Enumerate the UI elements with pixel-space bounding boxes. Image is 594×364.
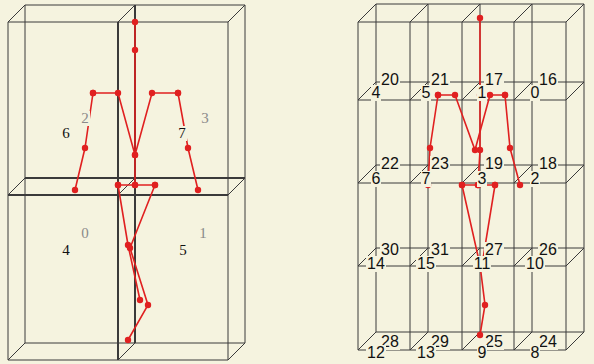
cell-number: 5 (421, 85, 432, 101)
joint-dot (502, 92, 508, 98)
cell-number: 12 (366, 345, 386, 361)
joint-dot (459, 182, 465, 188)
joint-dot (132, 47, 138, 53)
cell-number: 22 (380, 156, 400, 172)
cell-number: 2 (80, 111, 90, 126)
cell-number: 10 (525, 256, 545, 272)
cell-number: 20 (380, 72, 400, 88)
cell-number: 23 (430, 156, 450, 172)
joint-dot (459, 182, 465, 188)
cell-number: 7 (177, 126, 187, 141)
joint-dot (132, 182, 138, 188)
cell-number: 3 (477, 171, 488, 187)
joint-dot (502, 92, 508, 98)
joint-dot (125, 337, 131, 343)
joint-dot (195, 187, 201, 193)
cell-number: 16 (538, 72, 558, 88)
cell-number: 5 (178, 243, 188, 258)
cell-number: 1 (198, 226, 208, 241)
cell-number: 4 (61, 243, 71, 258)
joint-dot (472, 147, 478, 153)
cell-number: 3 (200, 111, 210, 126)
joint-dot (115, 90, 121, 96)
cell-number: 21 (430, 72, 450, 88)
cube-grid-2x2x2 (8, 5, 245, 360)
joint-dot (115, 182, 121, 188)
cell-number: 8 (530, 345, 541, 361)
cell-number: 0 (530, 85, 541, 101)
skeleton-left (72, 19, 201, 343)
joint-dot (145, 302, 151, 308)
joint-dot (482, 302, 488, 308)
joint-dot (132, 152, 138, 158)
cell-number: 19 (484, 156, 504, 172)
joint-dot (90, 90, 96, 96)
cell-number: 18 (538, 156, 558, 172)
joint-dot (492, 182, 498, 188)
cell-number: 14 (366, 256, 386, 272)
joint-dot (90, 90, 96, 96)
joint-dot (452, 92, 458, 98)
joint-dot (137, 297, 143, 303)
cell-number: 24 (538, 334, 558, 350)
joint-dot (82, 145, 88, 151)
joint-dot (492, 182, 498, 188)
joint-dot (477, 15, 483, 21)
joint-dot (517, 182, 523, 188)
joint-dot (152, 182, 158, 188)
joint-dot (427, 145, 433, 151)
cell-number: 15 (416, 256, 436, 272)
joint-dot (435, 92, 441, 98)
skeleton-right (425, 15, 523, 338)
joint-dot (435, 92, 441, 98)
cell-number: 7 (421, 171, 432, 187)
joint-dot (132, 19, 138, 25)
joint-dot (152, 182, 158, 188)
joint-dot (185, 145, 191, 151)
joint-dot (127, 245, 133, 251)
joint-dot (175, 90, 181, 96)
joint-dot (132, 182, 138, 188)
joint-dot (487, 92, 493, 98)
joint-dot (72, 187, 78, 193)
cell-number: 11 (473, 256, 492, 272)
cell-number: 1 (477, 85, 488, 101)
cell-number: 6 (371, 171, 382, 187)
joint-dot (477, 332, 483, 338)
cell-number: 2 (530, 171, 541, 187)
cell-number: 0 (80, 226, 90, 241)
cell-number: 4 (371, 85, 382, 101)
joint-dot (132, 152, 138, 158)
cell-number: 6 (61, 126, 71, 141)
joint-dot (149, 90, 155, 96)
joint-dot (507, 145, 513, 151)
cell-number: 9 (477, 345, 488, 361)
joint-dot (115, 182, 121, 188)
cube-grid-4x4x2 (358, 4, 584, 350)
joint-dot (175, 90, 181, 96)
cell-number: 13 (416, 345, 436, 361)
